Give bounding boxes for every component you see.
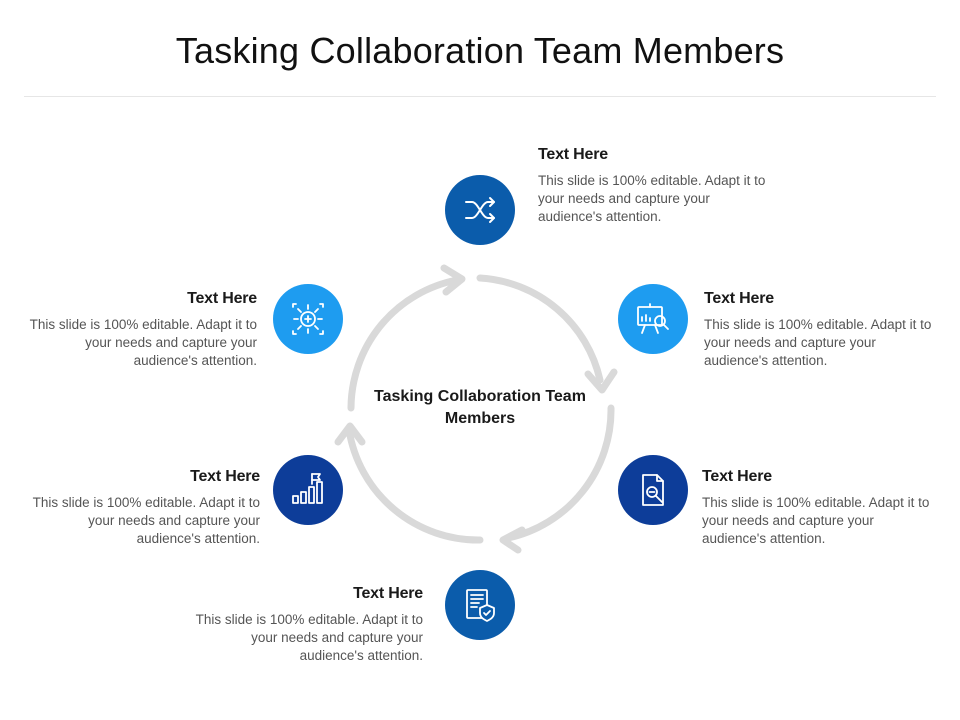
title-divider	[24, 96, 936, 97]
arrowhead-left	[334, 422, 366, 446]
block-heading: Text Here	[353, 585, 423, 602]
block-body: This slide is 100% editable. Adapt it to…	[538, 173, 766, 224]
arrowhead-bottom	[499, 526, 526, 554]
arrowhead-top	[440, 264, 466, 296]
bar-chart-flag-icon	[292, 473, 323, 504]
block-body: This slide is 100% editable. Adapt it to…	[32, 495, 260, 546]
page-title: Tasking Collaboration Team Members	[175, 30, 785, 71]
node-lower-right	[618, 455, 688, 525]
arc-left-top	[347, 276, 461, 412]
text-block-upper-right: Text Here This slide is 100% editable. A…	[704, 290, 934, 370]
text-block-bottom: Text Here This slide is 100% editable. A…	[193, 585, 424, 665]
block-body: This slide is 100% editable. Adapt it to…	[704, 317, 932, 368]
block-body: This slide is 100% editable. Adapt it to…	[702, 495, 930, 546]
node-top	[445, 175, 515, 245]
node-lower-left	[273, 455, 343, 525]
block-body: This slide is 100% editable. Adapt it to…	[195, 612, 423, 663]
arrowhead-right	[584, 368, 618, 394]
block-heading: Text Here	[702, 468, 772, 485]
block-heading: Text Here	[187, 290, 257, 307]
gear-puzzle-icon	[292, 303, 324, 335]
arc-bottom-left	[345, 426, 484, 544]
document-search-icon	[642, 474, 664, 506]
text-block-upper-left: Text Here This slide is 100% editable. A…	[27, 290, 258, 370]
node-upper-right	[618, 284, 688, 354]
document-shield-icon	[466, 589, 495, 622]
text-block-top: Text Here This slide is 100% editable. A…	[538, 146, 768, 226]
presentation-magnifier-icon	[637, 303, 669, 334]
arc-right-bottom	[504, 404, 615, 542]
text-block-lower-right: Text Here This slide is 100% editable. A…	[702, 468, 932, 548]
text-block-lower-left: Text Here This slide is 100% editable. A…	[30, 468, 261, 548]
block-body: This slide is 100% editable. Adapt it to…	[29, 317, 257, 368]
shuffle-icon	[465, 197, 495, 223]
block-heading: Text Here	[190, 468, 260, 485]
node-upper-left	[273, 284, 343, 354]
node-bottom	[445, 570, 515, 640]
block-heading: Text Here	[704, 290, 774, 307]
block-heading: Text Here	[538, 146, 608, 163]
arc-top-right	[476, 274, 604, 384]
center-label: Tasking Collaboration Team Members	[374, 388, 586, 427]
